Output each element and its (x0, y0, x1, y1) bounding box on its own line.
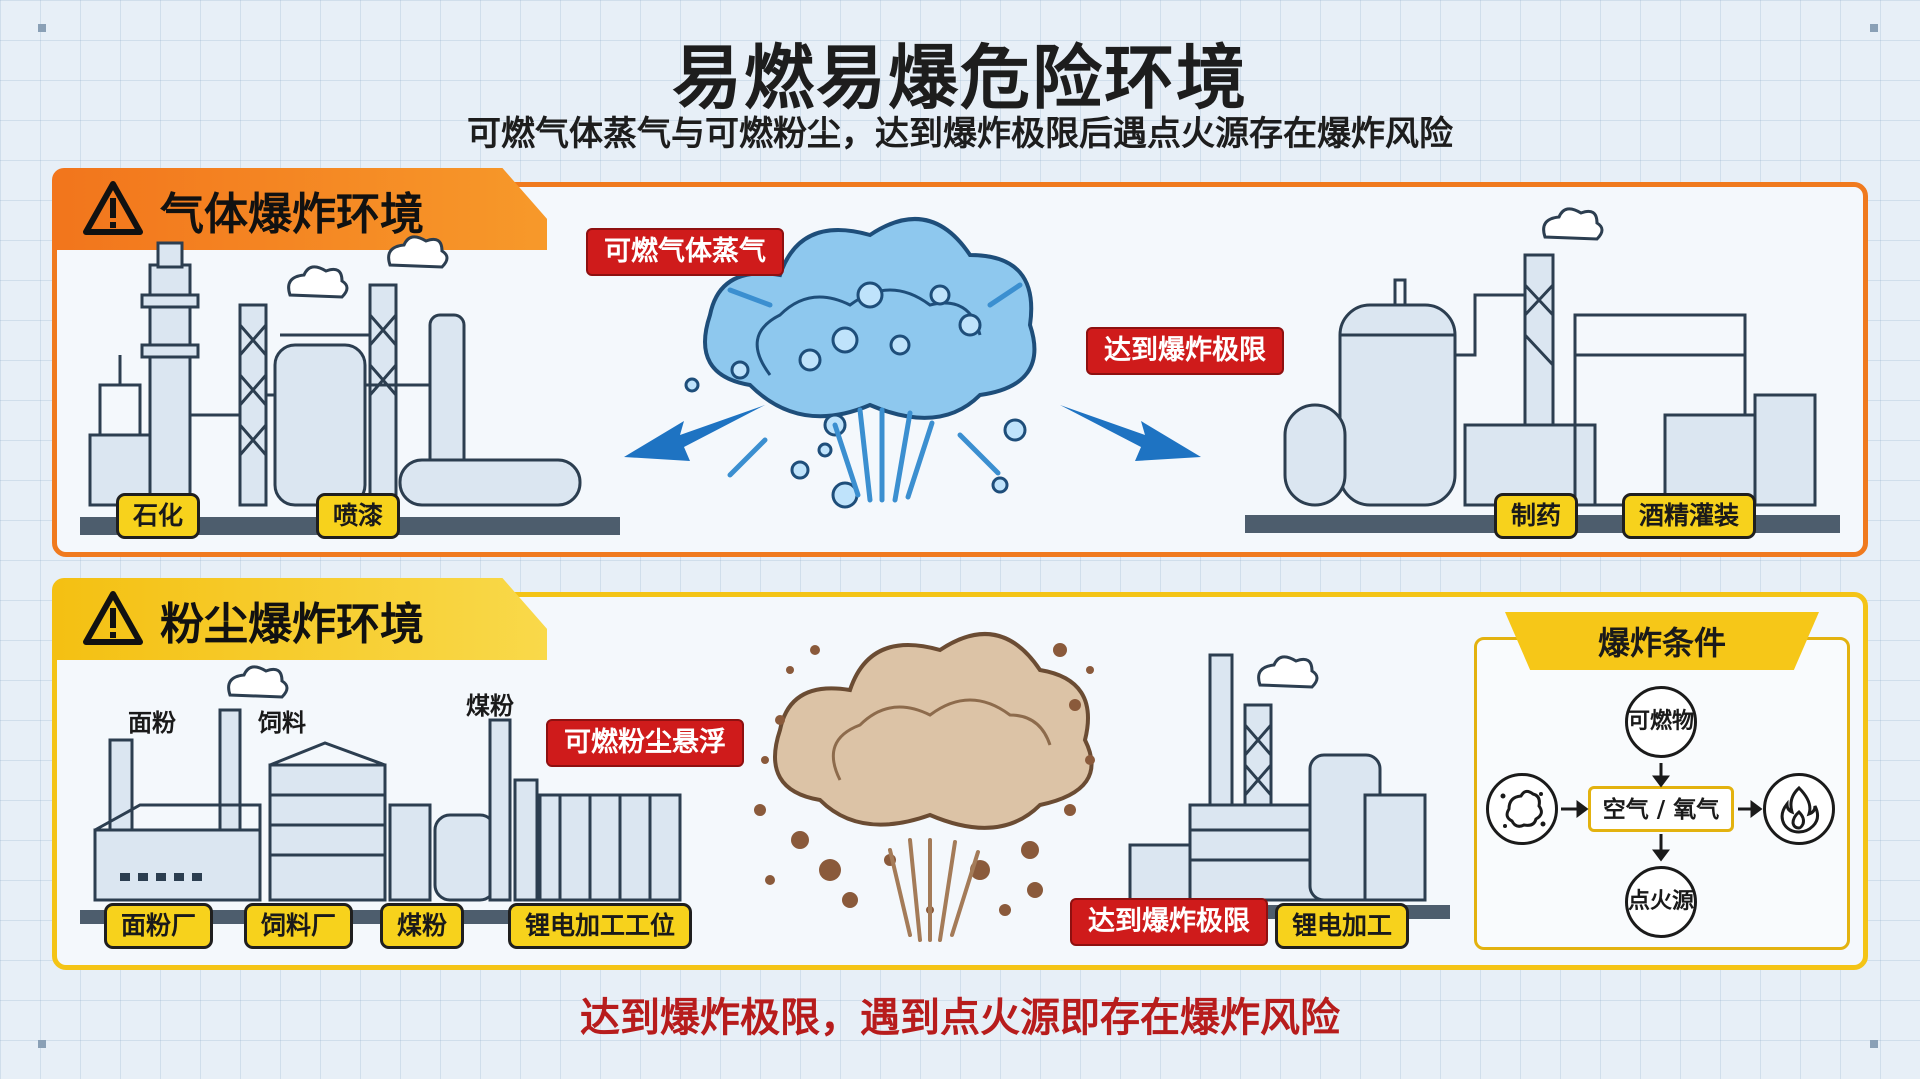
page-subtitle: 可燃气体蒸气与可燃粉尘，达到爆炸极限后遇点火源存在爆炸风险 (467, 114, 1453, 154)
callout-combustible-vapor: 可燃气体蒸气 (586, 228, 784, 276)
conditions-arrows (1561, 763, 1763, 862)
dust-cloud-illustration (754, 632, 1095, 942)
arrow-left-icon (624, 405, 765, 461)
corner-marker (38, 1040, 46, 1048)
dust-top-label-feed: 饲料 (258, 709, 306, 737)
corner-marker (38, 24, 46, 32)
warning-icon (83, 181, 143, 235)
conditions-title: 爆炸条件 (1597, 624, 1726, 662)
gas-label-petrochem: 石化 (116, 493, 201, 539)
callout-explosion-limit-dust: 达到爆炸极限 (1070, 898, 1268, 946)
node-ignition-source: 点火源 (1625, 866, 1697, 938)
dust-label-feed-mill: 饲料厂 (244, 903, 354, 949)
dust-factories-illustration (80, 665, 690, 924)
node-air-oxygen: 空气 / 氧气 (1588, 786, 1734, 832)
corner-marker (1870, 1040, 1878, 1048)
gas-panel-title: 气体爆炸环境 (160, 189, 424, 240)
dust-top-label-flour: 面粉 (128, 709, 176, 737)
dust-panel-tab: 粉尘爆炸环境 (52, 578, 547, 660)
page-title: 易燃易爆危险环境 (672, 37, 1248, 119)
dust-panel-title: 粉尘爆炸环境 (160, 599, 424, 650)
callout-combustible-dust: 可燃粉尘悬浮 (546, 719, 744, 767)
dust-particle-icon (1486, 773, 1558, 845)
corner-marker (1870, 24, 1878, 32)
gas-label-pharma: 制药 (1494, 493, 1579, 539)
arrow-right-icon (1060, 405, 1201, 461)
conditions-header-banner (1505, 612, 1819, 670)
flame-icon (1763, 773, 1835, 845)
dust-label-coal-powder: 煤粉 (380, 903, 465, 949)
dust-label-lithium: 锂电加工 (1275, 903, 1410, 949)
callout-explosion-limit-gas: 达到爆炸极限 (1086, 327, 1284, 375)
footer-warning: 达到爆炸极限，遇到点火源即存在爆炸风险 (580, 995, 1340, 1041)
lithium-processing-plant-illustration (1110, 653, 1450, 919)
gas-label-painting: 喷漆 (316, 493, 401, 539)
gas-panel-tab: 气体爆炸环境 (52, 168, 547, 250)
petrochemical-plant-illustration (80, 235, 620, 535)
warning-icon (83, 591, 143, 645)
node-combustible: 可燃物 (1625, 686, 1697, 758)
pharmaceutical-plant-illustration (1245, 207, 1840, 533)
gas-label-alcohol-filling: 酒精灌装 (1622, 493, 1757, 539)
dust-label-flour-mill: 面粉厂 (104, 903, 214, 949)
gas-vapor-cloud-illustration (684, 217, 1037, 509)
dust-top-label-coal: 煤粉 (466, 692, 514, 720)
dust-label-lithium-station: 锂电加工工位 (508, 903, 693, 949)
